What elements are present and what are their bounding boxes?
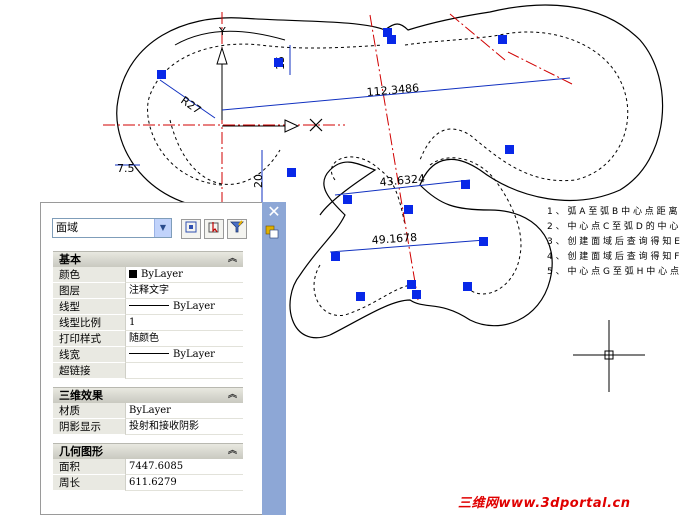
prop-key: 线宽 — [53, 347, 125, 363]
grips[interactable] — [157, 28, 514, 301]
prop-value: ByLayer — [125, 299, 243, 315]
section-geometry-title: 几何图形 — [59, 445, 103, 458]
prop-key: 线型 — [53, 299, 125, 315]
prop-key: 图层 — [53, 283, 125, 299]
prop-row[interactable]: 线型 ByLayer — [53, 299, 243, 315]
ucs-icon — [216, 46, 323, 133]
prop-value: 611.6279 — [125, 475, 243, 491]
collapse-icon[interactable]: ︽ — [227, 446, 237, 456]
close-icon[interactable]: ✕ — [267, 202, 281, 221]
prop-value: 注释文字 — [125, 283, 243, 299]
note-3: 3 、 创 建 面 域 后 查 询 得 知 E — [547, 237, 680, 247]
lineweight-sample — [129, 353, 169, 354]
section-basic-header[interactable]: 基本 ︽ — [53, 251, 243, 267]
note-1: 1 、 弧 A 至 弧 B 中 心 点 距 离 — [547, 207, 678, 217]
note-5: 5 、 中 心 点 G 至 弧 H 中 心 点 — [547, 267, 679, 277]
prop-value — [125, 363, 243, 379]
prop-row[interactable]: 打印样式随颜色 — [53, 331, 243, 347]
note-2: 2 、 中 心 点 C 至 弧 D 的 中 心 — [547, 222, 679, 232]
arc-dim — [174, 30, 286, 46]
quick-select-button[interactable] — [227, 219, 247, 239]
dim-112: 112.3486 — [366, 81, 419, 99]
prop-key: 材质 — [53, 403, 125, 419]
dim-r27: R27 — [178, 94, 203, 117]
prop-value: 1 — [125, 315, 243, 331]
object-type-select[interactable]: 面域 ▼ — [52, 218, 172, 238]
palette-title-strip[interactable] — [262, 202, 286, 515]
select-objects-icon — [208, 222, 219, 233]
prop-value: ByLayer — [125, 267, 243, 283]
crosshair-cursor — [573, 320, 645, 392]
section-3d-effects-header[interactable]: 三维效果 ︽ — [53, 387, 243, 403]
color-swatch — [129, 270, 137, 278]
section-basic-title: 基本 — [59, 253, 81, 266]
watermark: 三维网www.3dportal.cn — [458, 496, 631, 511]
prop-key: 打印样式 — [53, 331, 125, 347]
ucs-y-label: Y — [218, 25, 226, 38]
notes-list: 1 、 弧 A 至 弧 B 中 心 点 距 离 2 、 中 心 点 C 至 弧 … — [547, 205, 680, 280]
dim-7-5: 7.5 — [117, 162, 135, 175]
section-3d-effects-title: 三维效果 — [59, 389, 103, 402]
offset-curves — [147, 31, 629, 316]
collapse-icon[interactable]: ︽ — [227, 390, 237, 400]
dimension-lines — [115, 45, 571, 253]
prop-key: 颜色 — [53, 267, 125, 283]
prop-value: 随颜色 — [125, 331, 243, 347]
prop-key: 阴影显示 — [53, 419, 125, 435]
linetype-sample — [129, 305, 169, 306]
prop-value: 7447.6085 — [125, 459, 243, 475]
prop-row[interactable]: 颜色 ByLayer — [53, 267, 243, 283]
dim-49: 49.1678 — [371, 231, 417, 247]
prop-key: 线型比例 — [53, 315, 125, 331]
prop-row[interactable]: 阴影显示投射和接收阴影 — [53, 419, 243, 435]
prop-value-text: ByLayer — [173, 349, 215, 360]
note-4: 4 、 创 建 面 域 后 查 询 得 知 F — [547, 252, 680, 262]
prop-value: ByLayer — [125, 403, 243, 419]
funnel-icon — [230, 220, 244, 233]
dim-20: 20 — [252, 174, 265, 188]
prop-row[interactable]: 超链接 — [53, 363, 243, 379]
collapse-icon[interactable]: ︽ — [227, 254, 237, 264]
select-objects-button[interactable] — [204, 219, 224, 239]
object-type-value: 面域 — [56, 221, 78, 234]
chevron-down-icon[interactable]: ▼ — [154, 219, 171, 237]
prop-key: 周长 — [53, 475, 125, 491]
properties-icon — [265, 225, 279, 239]
prop-value-text: ByLayer — [173, 301, 215, 312]
prop-key: 面积 — [53, 459, 125, 475]
region-outline — [116, 4, 664, 339]
prop-value-text: ByLayer — [141, 269, 183, 280]
prop-key: 超链接 — [53, 363, 125, 379]
prop-row[interactable]: 图层注释文字 — [53, 283, 243, 299]
prop-value: 投射和接收阴影 — [125, 419, 243, 435]
toggle-pickadd-button[interactable] — [181, 219, 201, 239]
prop-row[interactable]: 线宽 ByLayer — [53, 347, 243, 363]
section-geometry-header[interactable]: 几何图形 ︽ — [53, 443, 243, 459]
prop-value: ByLayer — [125, 347, 243, 363]
dim-43: 43.6324 — [379, 172, 425, 189]
palette-properties-icon[interactable] — [264, 224, 284, 240]
pickadd-icon — [185, 221, 197, 233]
